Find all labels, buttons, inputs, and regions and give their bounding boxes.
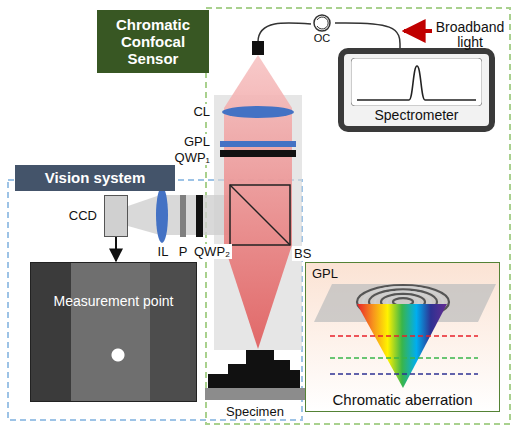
part-label: QWP₁	[173, 150, 212, 165]
chromatic-cone	[357, 304, 447, 388]
part-label: CL	[191, 104, 212, 119]
inset-ground	[306, 263, 499, 411]
part-label: IL	[156, 244, 171, 259]
sensor-title-box: Chromatic Confocal Sensor	[97, 10, 209, 73]
blue-focus	[330, 373, 478, 375]
specimen	[208, 350, 300, 388]
vision-title-box: Vision system	[15, 165, 175, 191]
fiber	[258, 23, 311, 42]
part-label: Specimen	[224, 404, 286, 419]
arrow-connector	[115, 237, 117, 261]
ccd-camera: CCD	[104, 195, 128, 237]
part-label: BS	[292, 246, 313, 261]
node-text: CCD	[69, 208, 97, 223]
green-focus	[330, 357, 478, 359]
imaging-lens	[156, 187, 168, 243]
node-text: Spectrometer	[344, 107, 489, 123]
gpl-plate	[220, 141, 296, 147]
measurement-beam	[224, 55, 292, 349]
vision-beam	[128, 195, 230, 235]
node-text: Chromatic Confocal Sensor	[103, 16, 203, 67]
fiber-collimator	[252, 41, 264, 55]
beam-splitter	[230, 185, 290, 245]
polarizer	[180, 195, 186, 237]
collimating-lens	[222, 106, 294, 118]
spectrum-display	[351, 58, 482, 106]
part-label: QWP₂	[192, 244, 232, 259]
part-label: P	[177, 244, 190, 259]
chromatic-inset: GPL Chromatic aberration	[305, 262, 500, 412]
part-label: GPL	[182, 134, 212, 149]
optical-circulator: OC	[309, 12, 335, 48]
part-label: Broadband light	[428, 20, 512, 50]
camera-image: Measurement point	[30, 262, 197, 402]
spectrometer: Spectrometer	[338, 48, 495, 132]
node-text: OC	[309, 32, 335, 44]
sensor-region	[206, 8, 510, 424]
node-text: Measurement point	[31, 293, 196, 309]
specimen-base	[205, 388, 305, 400]
node-text: GPL	[312, 266, 338, 281]
node-text: Vision system	[21, 169, 169, 187]
fiber-connector	[335, 23, 400, 48]
input-arrow	[404, 29, 432, 33]
qwp1-plate	[220, 150, 296, 157]
beam-splitter-face	[230, 185, 290, 245]
red-focus	[330, 335, 478, 337]
node-text: Chromatic aberration	[306, 391, 499, 408]
qwp2-plate	[196, 195, 203, 237]
